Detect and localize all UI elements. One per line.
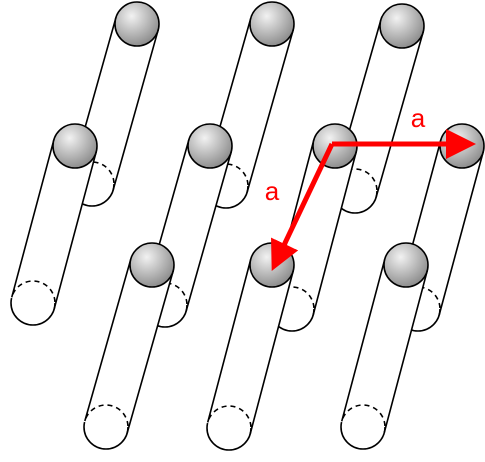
cylinder-top-cap (383, 242, 429, 288)
cylinder-bottom-outline (340, 426, 386, 450)
cylinder-side-line (53, 151, 98, 309)
cylinder-bottom-outline (206, 427, 252, 451)
cylinder-side-line (84, 258, 132, 422)
lattice-vector-label: a (411, 103, 426, 133)
cylinder (206, 242, 295, 451)
cylinder-side-line (312, 151, 358, 315)
cylinder-top-cap (129, 242, 175, 288)
cylinder (10, 123, 98, 326)
cylinder-top-cap (249, 242, 295, 288)
cylinder-side-line (112, 29, 159, 191)
cylinder (83, 242, 175, 450)
cylinder-top-cap (249, 1, 295, 47)
cylinder-bottom-outline (10, 302, 56, 326)
lattice-vector-arrow (271, 142, 335, 272)
cylinder-top-cap (187, 123, 233, 169)
cylinder-side-line (438, 151, 485, 315)
cylinder-top-cap (114, 1, 160, 47)
cylinder-side-line (375, 31, 424, 198)
cylinder-side-line (246, 29, 294, 193)
cylinder-side-line (185, 151, 232, 312)
cylinder-side-line (340, 259, 386, 422)
cylinder-side-line (126, 270, 174, 434)
cylinder-top-cap (379, 3, 425, 49)
cylinder-side-line (206, 259, 252, 423)
cylinder-side-line (249, 270, 295, 434)
cylinder-bottom-outline (83, 426, 129, 450)
cylinder (340, 242, 429, 450)
cylinder-side-line (383, 270, 429, 433)
cylinder-top-cap (52, 123, 98, 169)
lattice-vector-label: a (265, 176, 280, 206)
cylinder-side-line (10, 140, 55, 298)
